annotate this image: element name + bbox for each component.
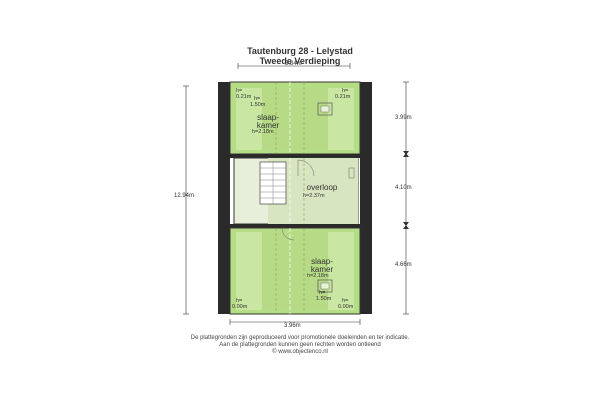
disclaimer-line-1: De plattegronden zijn geproduceerd voor … [190, 335, 410, 341]
top-width-label: 3.84m [285, 61, 302, 67]
bottom-width-label: 3.96m [284, 323, 301, 329]
bottom-left-corner-h: h= [236, 298, 243, 304]
bottom-bedroom-height: h=2.18m [307, 273, 329, 279]
bottom-bedroom-label-1: slaap- [311, 257, 333, 266]
disclaimer-line-2: Aan de plattegronden kunnen geen rechten… [219, 342, 381, 348]
floor-subtitle: Tweede Verdieping [259, 56, 341, 66]
top-skylight-h: h= [254, 96, 261, 102]
landing-height: h=2.37m [303, 193, 325, 199]
top-left-corner-h: h= [236, 88, 243, 94]
top-left-corner-value: 0.21m [236, 94, 252, 100]
top-skylight-icon [317, 102, 333, 116]
plan-title: Tautenburg 28 - Lelystad [247, 46, 353, 56]
landing-label: overloop [306, 183, 338, 192]
bottom-right-corner-h: h= [342, 298, 349, 304]
top-bedroom-label-1: slaap- [257, 113, 279, 122]
bottom-skylight-value: 1.50m [316, 296, 332, 302]
left-roof-wall [218, 82, 230, 314]
bottom-skylight-icon [317, 279, 333, 293]
bottom-door-swing [281, 227, 295, 241]
right-roof-wall [360, 82, 372, 314]
total-height-label: 12.94m [174, 193, 195, 199]
bottom-skylight-h: h= [319, 290, 326, 296]
top-skylight-value: 1.50m [250, 102, 266, 108]
top-bedroom-height: h=2.18m [252, 129, 274, 135]
bottom-right-corner-value: 0.00m [338, 304, 354, 310]
top-right-corner-h: h= [342, 88, 349, 94]
bottom-left-corner-value: 0.00m [232, 304, 248, 310]
top-bedroom-label-2: kamer [256, 121, 280, 130]
bottom-bedroom-label-2: kamer [310, 265, 334, 274]
segment-bottom-label: 4.66m [395, 262, 412, 268]
segment-middle-label: 4.10m [395, 185, 412, 191]
landing-door-swing [297, 159, 315, 177]
copyright-link[interactable]: © www.objectenco.nl [272, 349, 328, 355]
segment-top-label: 3.99m [395, 115, 412, 121]
top-right-corner-value: 0.21m [335, 94, 351, 100]
